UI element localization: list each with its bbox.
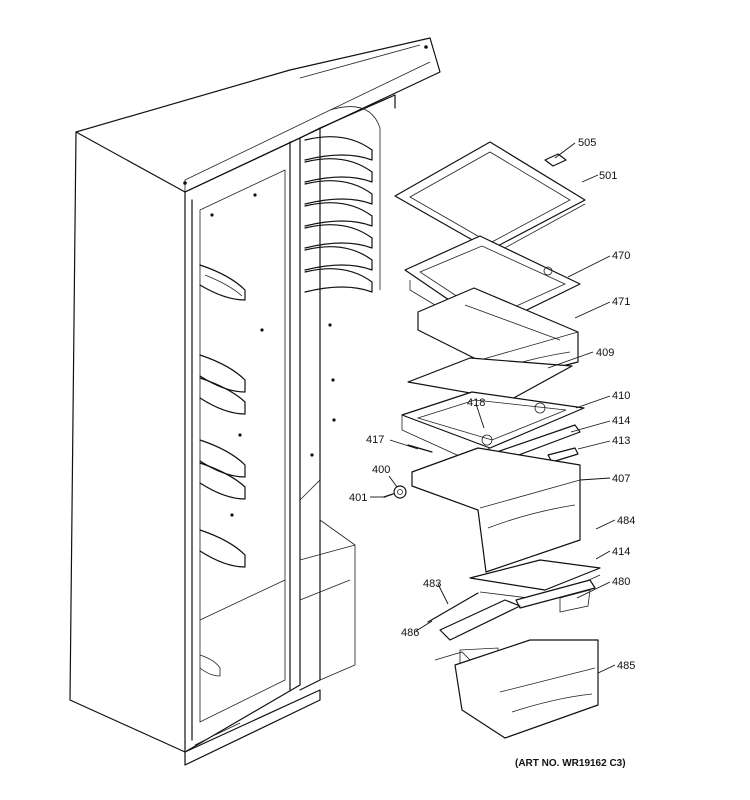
label-505: 505 [578, 137, 596, 149]
callout-labels: 505 501 470 471 409 410 418 414 417 413 … [349, 137, 635, 672]
part-400-401-knob [383, 485, 407, 499]
cabinet-shelf-rails-left [199, 264, 246, 677]
label-407: 407 [612, 473, 630, 485]
art-number: (ART NO. WR19162 C3) [515, 758, 626, 769]
label-413: 413 [612, 435, 630, 447]
part-501-glass-shelf [394, 141, 586, 257]
label-414-upper: 414 [612, 415, 630, 427]
part-407-drawer [411, 447, 581, 573]
label-480: 480 [612, 576, 630, 588]
label-486: 486 [401, 627, 419, 639]
label-414-lower: 414 [612, 546, 630, 558]
label-501: 501 [599, 170, 617, 182]
part-410-cover-frame [401, 391, 585, 461]
cabinet-screw-holes [183, 45, 428, 517]
label-470: 470 [612, 250, 630, 262]
label-484: 484 [617, 515, 635, 527]
label-409: 409 [596, 347, 614, 359]
label-471: 471 [612, 296, 630, 308]
part-480-483-486-rails [427, 579, 596, 667]
label-418: 418 [467, 397, 485, 409]
part-417-rod [407, 444, 433, 453]
label-401: 401 [349, 492, 367, 504]
cabinet-shelf-rails-right [304, 106, 381, 293]
part-409-glass-cover [407, 357, 573, 401]
label-410: 410 [612, 390, 630, 402]
leader-lines [370, 142, 616, 674]
part-505-clip [544, 153, 567, 167]
label-400: 400 [372, 464, 390, 476]
label-485: 485 [617, 660, 635, 672]
refrigerator-cabinet [69, 37, 441, 766]
label-483: 483 [423, 578, 441, 590]
label-417: 417 [366, 434, 384, 446]
part-485-bottom-pan [434, 639, 599, 739]
